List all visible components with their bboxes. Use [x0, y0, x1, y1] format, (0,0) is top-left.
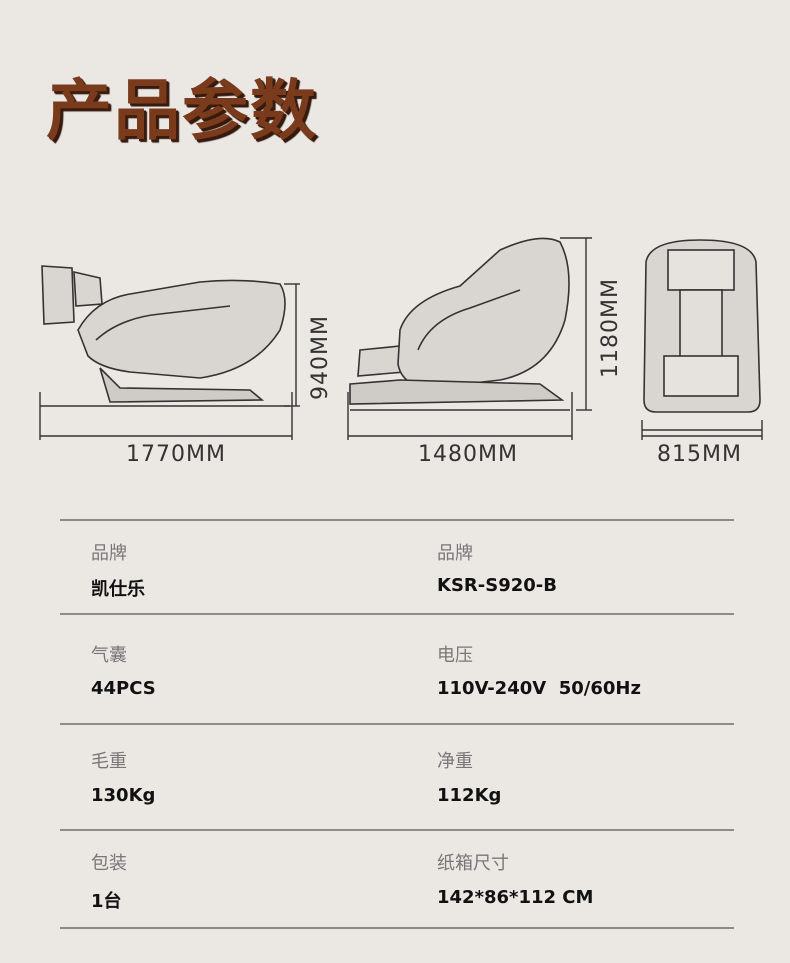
spec-row: 品牌 凯仕乐 品牌 KSR-S920-B	[60, 521, 734, 613]
spec-value-brand: 凯仕乐	[91, 579, 145, 600]
spec-label-carton-size: 纸箱尺寸	[437, 853, 509, 874]
spec-value-model: KSR-S920-B	[437, 575, 557, 596]
spec-label-voltage: 电压	[437, 645, 473, 666]
divider	[60, 613, 734, 615]
spec-label-gross-weight: 毛重	[91, 751, 127, 772]
spec-label-packaging: 包装	[91, 853, 127, 874]
chair-dimension-diagram	[39, 237, 763, 440]
dim-length-upright: 1480MM	[418, 442, 518, 467]
reclined-chair-drawing	[40, 265, 290, 407]
spec-value-carton-size: 142*86*112 CM	[437, 887, 594, 908]
spec-row: 毛重 130Kg 净重 112Kg	[60, 725, 734, 829]
divider	[60, 927, 734, 929]
spec-value-net-weight: 112Kg	[437, 785, 502, 806]
spec-row: 气囊 44PCS 电压 110V-240V 50/60Hz	[60, 615, 734, 723]
divider	[60, 829, 734, 831]
front-chair-drawing	[642, 239, 762, 431]
spec-label-net-weight: 净重	[437, 751, 473, 772]
page-title: 产品参数	[46, 72, 318, 149]
dim-width: 815MM	[657, 442, 742, 467]
spec-label-brand: 品牌	[91, 543, 127, 564]
dim-length-reclined: 1770MM	[126, 442, 226, 467]
spec-value-packaging: 1台	[91, 891, 122, 912]
spec-value-gross-weight: 130Kg	[91, 785, 156, 806]
upright-chair-drawing	[349, 237, 570, 411]
spec-value-airbags: 44PCS	[91, 678, 156, 699]
dim-height-reclined: 940MM	[308, 315, 333, 400]
dim-height-upright: 1180MM	[598, 278, 623, 378]
spec-table: 品牌 凯仕乐 品牌 KSR-S920-B 气囊 44PCS 电压 110V-24…	[60, 519, 734, 929]
divider	[60, 723, 734, 725]
spec-label-model: 品牌	[437, 543, 473, 564]
spec-row: 包装 1台 纸箱尺寸 142*86*112 CM	[60, 831, 734, 927]
divider	[60, 519, 734, 521]
dimension-lines	[39, 237, 763, 440]
spec-label-airbags: 气囊	[91, 645, 127, 666]
spec-value-voltage: 110V-240V 50/60Hz	[437, 678, 641, 699]
